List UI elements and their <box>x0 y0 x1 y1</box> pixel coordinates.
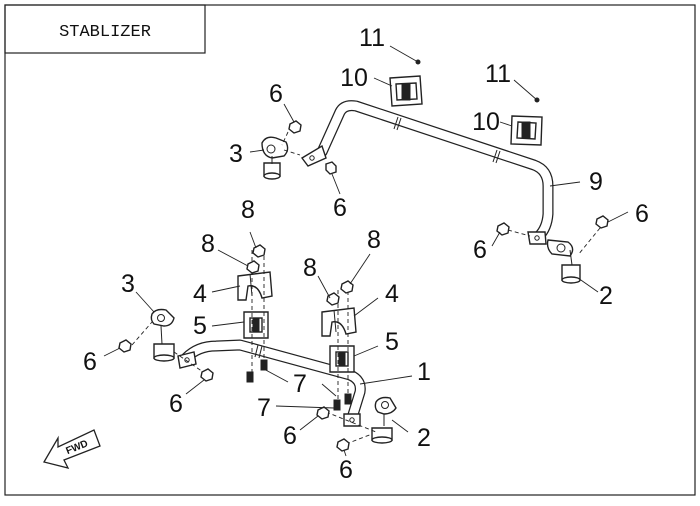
callout-3-upper: 3 <box>229 140 243 168</box>
nut-8-left-a <box>246 260 260 274</box>
callout-5-left: 5 <box>193 312 207 340</box>
callout-8-right-b: 8 <box>303 254 317 282</box>
upper-left-link <box>261 131 301 180</box>
callout-4-left: 4 <box>193 280 207 308</box>
nut-upper-bar-left <box>325 161 337 175</box>
nut-8-left-b <box>252 244 266 258</box>
nut-8-right-a <box>326 292 340 306</box>
bolt-7-right-b <box>344 393 352 405</box>
callout-4-right: 4 <box>385 280 399 308</box>
callout-6-upper-right-bar: 6 <box>473 236 487 264</box>
callout-10-left: 10 <box>340 64 368 92</box>
callout-6-front-right-bottom: 6 <box>339 456 353 484</box>
callout-6-front-left-nut: 6 <box>83 348 97 376</box>
callout-8-left-a: 8 <box>241 196 255 224</box>
bolt-7-left-b <box>260 359 268 371</box>
callout-8-left-b: 8 <box>201 230 215 258</box>
callout-8-right-a: 8 <box>367 226 381 254</box>
upper-bushing-right <box>510 115 543 146</box>
front-left-link <box>131 308 207 375</box>
nut-front-left-top <box>118 339 132 353</box>
callout-6-upper-bar: 6 <box>333 194 347 222</box>
upper-bushing-left <box>389 75 423 107</box>
nut-front-right-bar <box>316 406 330 420</box>
nut-upper-right-top <box>595 215 609 229</box>
callout-11-right: 11 <box>485 60 511 88</box>
callout-6-upper-right-nut: 6 <box>635 200 649 228</box>
title-box <box>4 4 206 54</box>
callout-6-front-right-bar: 6 <box>283 422 297 450</box>
front-bushing-left <box>243 311 269 339</box>
callout-3-lower: 3 <box>121 270 135 298</box>
callout-10-right: 10 <box>472 108 500 136</box>
callout-7-lower: 7 <box>257 394 271 422</box>
front-right-link <box>325 396 397 445</box>
callout-numbers: 11 10 11 10 6 3 6 9 6 6 2 8 8 8 8 4 4 3 … <box>83 24 649 484</box>
upper-right-link <box>546 239 581 284</box>
callout-9: 9 <box>589 168 603 196</box>
callout-7-upper: 7 <box>293 370 307 398</box>
callout-5-right: 5 <box>385 328 399 356</box>
callout-2-lower: 2 <box>417 424 431 452</box>
callout-2-upper: 2 <box>599 282 613 310</box>
nut-front-right-bottom <box>336 438 350 452</box>
nut-upper-left-top <box>288 120 302 134</box>
nut-front-left-bar <box>200 368 214 382</box>
front-bushing-right <box>329 345 355 373</box>
callout-6-upper-left-nut: 6 <box>269 80 283 108</box>
diagram-title: STABLIZER <box>59 23 151 42</box>
rear-stabilizer-bar <box>300 100 554 245</box>
front-clamp-right <box>321 307 357 337</box>
front-clamp-left <box>237 271 273 301</box>
callout-6-front-left-bar: 6 <box>169 390 183 418</box>
bolt-7-right-a <box>333 399 341 411</box>
callout-1: 1 <box>417 358 431 386</box>
callout-11-left: 11 <box>359 24 385 52</box>
bolt-7-left-a <box>246 371 254 383</box>
leader-lines <box>103 45 629 457</box>
forward-arrow-badge: FWD <box>43 429 101 469</box>
diagram-frame <box>4 4 696 496</box>
